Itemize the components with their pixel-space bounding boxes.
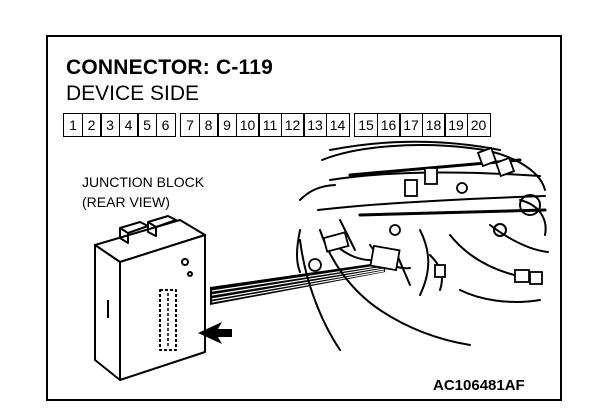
pin-14: 14: [325, 113, 350, 137]
pin-1: 1: [63, 113, 83, 137]
pin-15: 15: [354, 113, 378, 137]
dashboard-illustration: [296, 140, 549, 351]
device-side-label: DEVICE SIDE: [66, 82, 200, 105]
figure-frame: [46, 35, 562, 401]
pin-18: 18: [421, 113, 446, 137]
pin-4: 4: [118, 113, 139, 137]
connector-title: CONNECTOR: C-119: [66, 56, 274, 79]
pin-8: 8: [198, 113, 219, 137]
pin-9: 9: [217, 113, 237, 137]
junction-block-illustration: [94, 215, 206, 381]
pin-7: 7: [180, 113, 200, 137]
pin-11: 11: [258, 113, 282, 137]
pin-10: 10: [235, 113, 260, 137]
pin-20: 20: [466, 113, 491, 137]
figure-code: AC106481AF: [433, 377, 525, 394]
pin-16: 16: [376, 113, 401, 137]
pin-3: 3: [100, 113, 120, 137]
pin-17: 17: [399, 113, 423, 137]
pin-5: 5: [137, 113, 157, 137]
rear-view-label: (REAR VIEW): [82, 194, 170, 210]
pointer-arrow-icon: [198, 322, 232, 344]
pin-6: 6: [155, 113, 176, 137]
junction-block-label: JUNCTION BLOCK: [82, 174, 205, 190]
pin-12: 12: [280, 113, 305, 137]
connector-details: [308, 146, 543, 285]
pin-19: 19: [444, 113, 468, 137]
pin-2: 2: [81, 113, 102, 137]
pin-13: 13: [303, 113, 327, 137]
